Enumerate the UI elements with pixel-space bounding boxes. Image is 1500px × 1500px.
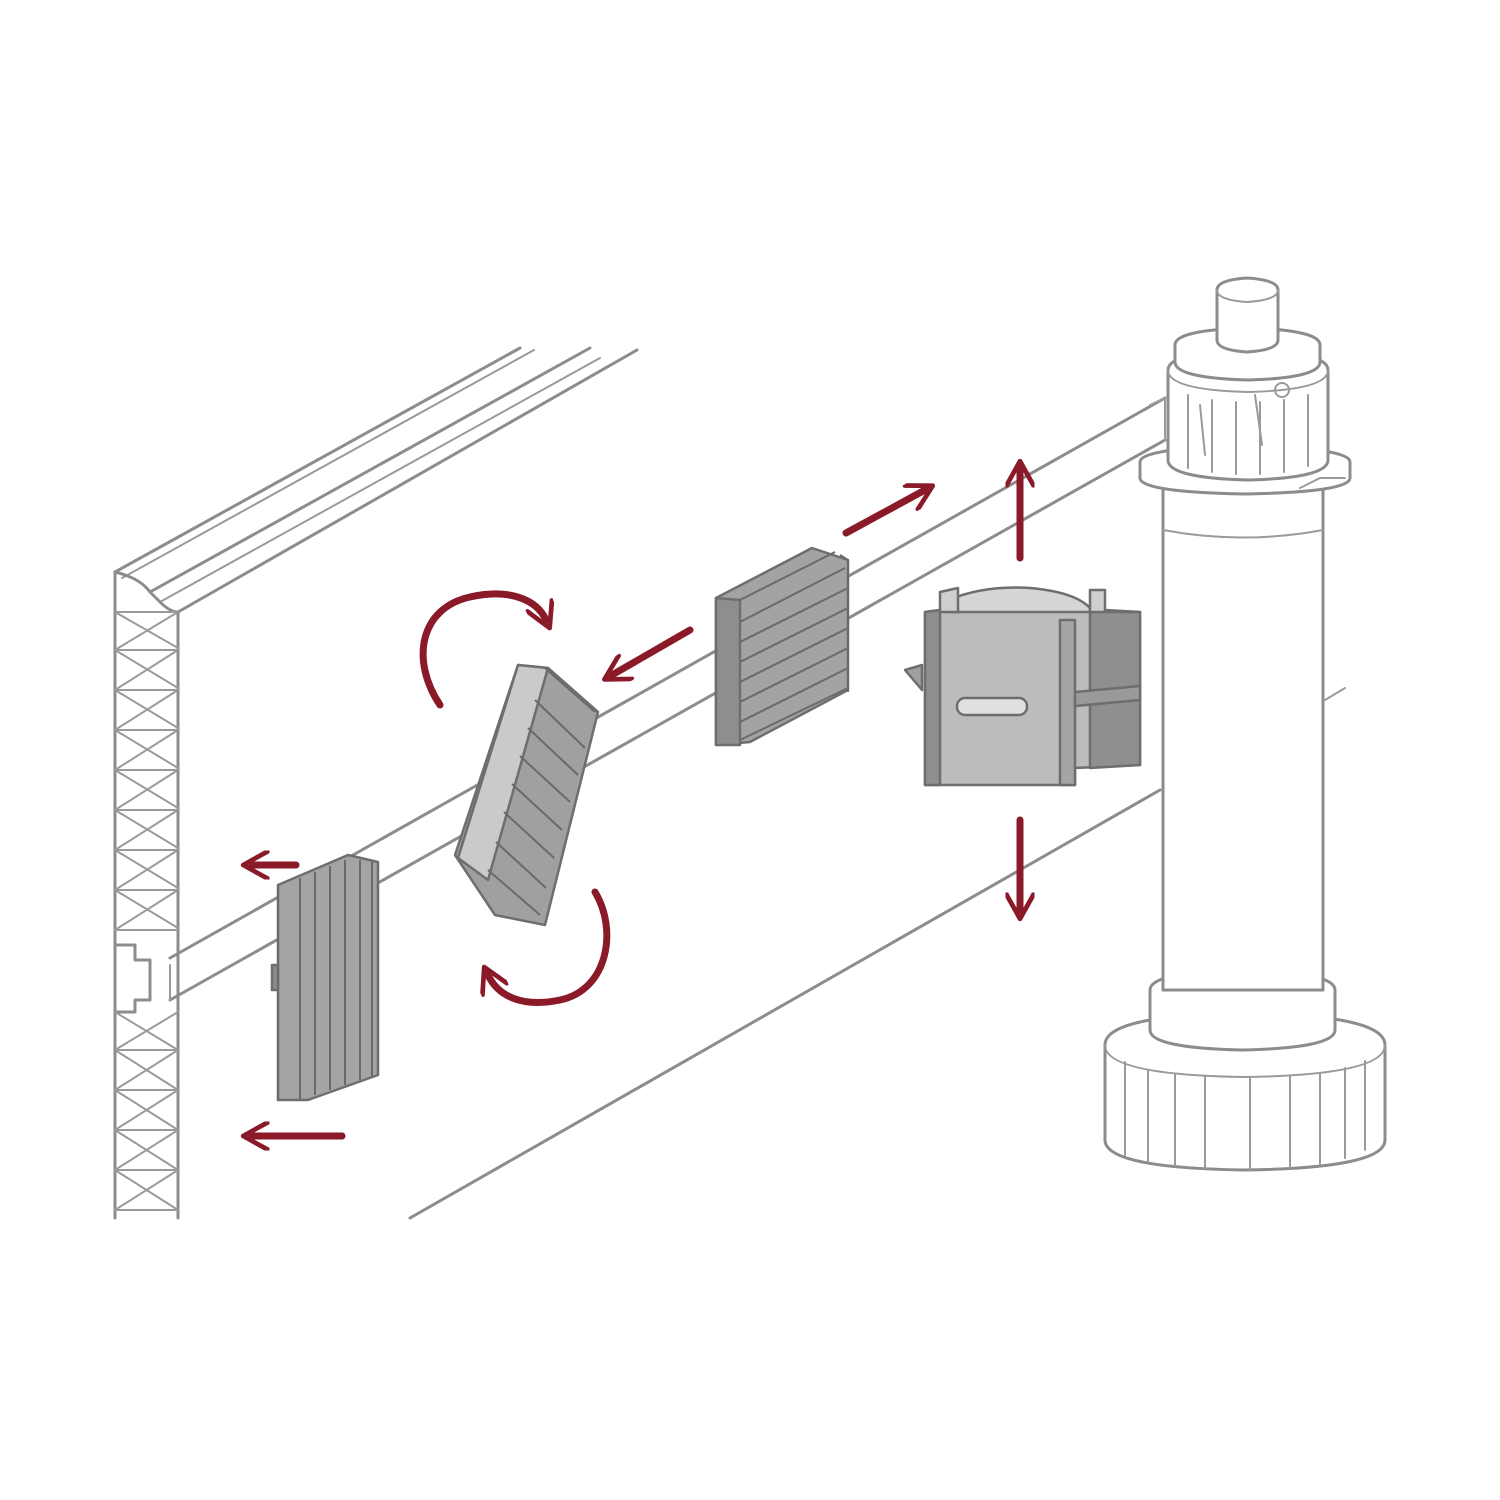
leg-cap-knob: [1215, 276, 1280, 354]
left-clip-ribs: [299, 860, 373, 1100]
leg-cap-knob-top: [1216, 289, 1279, 303]
tilted-clip: [453, 663, 600, 927]
panel-honeycomb-upper: [114, 611, 179, 931]
bracket-right-edge: [1058, 618, 1077, 787]
leg-screw-icon: [1274, 382, 1290, 398]
panel-top-edge-outer: [113, 346, 522, 574]
panel-bottom-edge-far: [1324, 687, 1346, 701]
panel-lip-edge-1: [148, 346, 592, 594]
left-clip: [270, 853, 380, 1102]
tilted-clip-ribs: [487, 667, 596, 916]
panel-honeycomb-rungs-upper: [114, 611, 179, 931]
panel-profile-top: [113, 570, 180, 614]
panel-lip-edge-2: [159, 357, 601, 603]
bracket-collar-top: [946, 586, 1092, 614]
bracket-slot: [955, 696, 1029, 717]
panel-bottom-edge: [408, 788, 1162, 1220]
leg-cap-ring: [1173, 326, 1322, 382]
leg-flange-tab: [1299, 477, 1346, 489]
leg-tube: [1161, 478, 1325, 992]
tilted-clip-face: [456, 663, 550, 882]
leg-tube-seam: [1162, 529, 1324, 539]
panel-honeycomb-lower: [114, 1011, 179, 1211]
arrow-slide-up-right: [842, 490, 925, 537]
bracket-left-face: [923, 608, 942, 787]
leg-foot-rim: [1104, 1044, 1386, 1078]
arrow-slide-down-left: [612, 626, 694, 675]
bracket-collar-right: [1088, 588, 1107, 614]
rail-far-end: [1149, 397, 1166, 441]
top-clip-face: [714, 596, 742, 747]
leg-top-slots: [1199, 394, 1263, 456]
leg-bracket: [903, 586, 1142, 787]
panel-top-edge-inner: [121, 349, 535, 579]
leg-top-ribs: [1187, 394, 1309, 475]
bracket-collar-left: [938, 586, 960, 614]
panel-groove-notch: [113, 943, 152, 1014]
arrow-rotate-top: [419, 590, 546, 709]
bracket-band: [1073, 684, 1142, 708]
top-clip: [714, 546, 850, 747]
panel-lip-edge-3: [176, 348, 639, 614]
top-clip-ribs: [739, 551, 849, 741]
left-clip-body: [276, 853, 380, 1102]
movement-arrows: [252, 470, 1020, 1136]
panel-honeycomb-rungs-lower: [114, 1049, 179, 1211]
bracket-pin: [903, 663, 924, 692]
plinth-panel: [113, 346, 1346, 1220]
arrow-rotate-bottom: [488, 888, 611, 1006]
adjustable-leg: [1103, 276, 1387, 1172]
leg-foot-grip: [1124, 1060, 1366, 1171]
top-clip-end: [839, 554, 849, 692]
leg-top-rim: [1167, 369, 1329, 393]
